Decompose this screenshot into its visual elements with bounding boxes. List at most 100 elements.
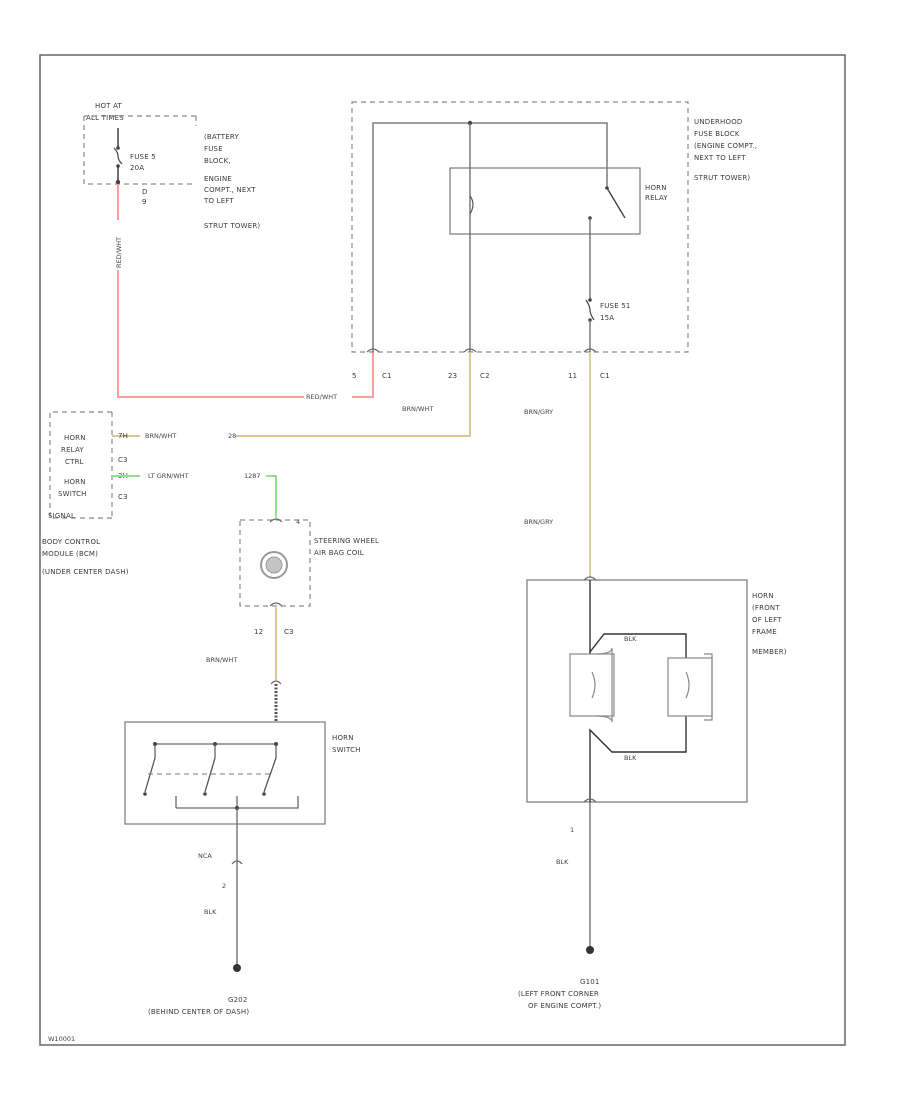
underhood-location-4: NEXT TO LEFT	[694, 154, 746, 162]
battery-block-pin-2: 9	[142, 198, 147, 206]
fuse5-label-1: FUSE 5	[130, 153, 156, 161]
bcm-location-3: (UNDER CENTER DASH)	[42, 568, 129, 576]
fuse5-node-top	[116, 146, 120, 150]
ground-g101-symbol	[586, 946, 594, 954]
pin-23-conn: C2	[480, 372, 490, 380]
bcm-circuit-1287: 1287	[244, 472, 261, 480]
fuse51-label-1: FUSE 51	[600, 302, 631, 310]
hot-at-label-2: ALL TIMES	[86, 114, 124, 122]
fuse5-label-2: 20A	[130, 164, 144, 172]
horn-label-4: FRAME	[752, 628, 777, 636]
air-bag-coil-outer	[260, 551, 288, 579]
horn-internal-wire-top: BLK	[624, 635, 637, 643]
frame-code: W10001	[48, 1035, 75, 1043]
horn-internal-wire-bottom: BLK	[624, 754, 637, 762]
pin-11-conn: C1	[600, 372, 610, 380]
wire-brn-gry: BRN/GRY BRN/GRY	[524, 352, 591, 578]
horn-switch: HORN SWITCH	[124, 721, 361, 825]
battery-block-location-3: BLOCK,	[204, 157, 231, 165]
body-control-module: HORN RELAY CTRL 7H C3 HORN SWITCH SIGNAL…	[42, 411, 129, 576]
wire-red-wht: RED/WHT RED/WHT	[113, 184, 374, 401]
ground-g101-location-1: (LEFT FRONT CORNER	[518, 990, 599, 998]
horn-relay-label-2: RELAY	[645, 194, 668, 202]
wire-red-wht-path	[117, 184, 374, 398]
bcm-row1-conn: C3	[118, 456, 128, 464]
air-bag-coil-pin-top	[269, 518, 283, 523]
ground-g101-location-2: OF ENGINE COMPT.)	[528, 1002, 601, 1010]
fuse51-symbol	[585, 299, 595, 321]
pin-11-number: 11	[568, 372, 577, 380]
underhood-bus	[372, 122, 608, 352]
relay-coil-symbol	[469, 195, 474, 215]
battery-fuse-block: HOT AT ALL TIMES FUSE 5 20A D 9 (BATTERY…	[83, 102, 260, 230]
wire-lt-grn-wht-label: LT GRN/WHT	[148, 472, 189, 480]
battery-block-location-6: TO LEFT	[203, 197, 234, 205]
ground-g202-location: (BEHIND CENTER OF DASH)	[148, 1008, 249, 1016]
air-bag-coil-pin-bottom	[269, 602, 283, 607]
air-bag-coil-label-2: AIR BAG COIL	[314, 549, 364, 557]
horn: HORN (FRONT OF LEFT FRAME MEMBER) BLK BL…	[526, 576, 787, 803]
bcm-row1-pin: 7H	[118, 432, 128, 440]
horn-switch-connector-top	[270, 680, 282, 685]
horn-label-5: MEMBER)	[752, 648, 787, 656]
wire-brn-wht-bcm-label: BRN/WHT	[145, 432, 176, 440]
bcm-row2-label-1: HORN	[64, 478, 86, 486]
horn-switch-label-2: SWITCH	[332, 746, 361, 754]
wire-brn-wht-bcm-label-bg	[140, 430, 236, 440]
underhood-location-3: (ENGINE COMPT.,	[694, 142, 757, 150]
wire-brn-wht-relay-ctrl: BRN/WHT BRN/WHT 28	[112, 352, 471, 440]
underhood-location-1: UNDERHOOD	[694, 118, 743, 126]
steering-wheel-air-bag-coil: 4 STEERING WHEEL AIR BAG COIL 12 C3	[239, 518, 379, 636]
wire-blk-switch-pin: 2	[222, 882, 226, 890]
horn-label-1: HORN	[752, 592, 774, 600]
underhood-location-5: STRUT TOWER)	[694, 174, 750, 182]
pin-5-number: 5	[352, 372, 357, 380]
bcm-row1-label-1: HORN	[64, 434, 86, 442]
wire-red-wht-label-bg2	[304, 391, 352, 401]
wire-brn-gry-label-2: BRN/GRY	[524, 518, 553, 526]
bcm-row2-label-2: SWITCH	[58, 490, 87, 498]
hot-at-label-1: HOT AT	[95, 102, 123, 110]
horn-relay	[449, 167, 641, 235]
wire-brn-wht-label-upper: BRN/WHT	[402, 405, 433, 413]
horn-switch-contact-3	[262, 742, 278, 796]
battery-block-location-4: ENGINE	[204, 175, 232, 183]
pin-23-number: 23	[448, 372, 457, 380]
battery-block-location-2: FUSE	[204, 145, 223, 153]
horn-connector-top	[583, 576, 597, 581]
horn-switch-label-1: HORN	[332, 734, 354, 742]
horn-box	[526, 579, 748, 803]
horn-unit-left	[569, 647, 615, 723]
horn-switch-box	[124, 721, 326, 825]
horn-switch-contact-2	[203, 742, 217, 796]
horn-connector-bottom	[583, 798, 597, 803]
underhood-pin-c1-5	[366, 348, 380, 353]
air-bag-coil-inner	[265, 556, 283, 574]
wire-red-wht-label-bg	[113, 220, 123, 270]
bcm-row2-conn: C3	[118, 493, 128, 501]
fuse51-node-top	[588, 298, 592, 302]
battery-block-pin	[115, 179, 121, 185]
bcm-row2-label-3: SIGNAL	[48, 512, 75, 520]
bcm-circuit-28: 28	[228, 432, 236, 440]
wire-brn-wht-relay-ctrl-path	[112, 352, 471, 437]
wire-lt-grn-wht: LT GRN/WHT 1287	[112, 470, 277, 518]
wire-blk-horn: 1 BLK G101 (LEFT FRONT CORNER OF ENGINE …	[518, 802, 601, 1010]
wire-blk-switch: NCA 2 BLK G202 (BEHIND CENTER OF DASH)	[148, 808, 249, 1016]
diagram-frame	[39, 54, 846, 1046]
underhood-fuse-block: UNDERHOOD FUSE BLOCK (ENGINE COMPT., NEX…	[351, 101, 757, 380]
fuse51-label-2: 15A	[600, 314, 614, 322]
pin-5-conn: C1	[382, 372, 392, 380]
ground-g202-id: G202	[228, 996, 248, 1004]
ground-g101-id: G101	[580, 978, 600, 986]
battery-block-location-5: COMPT., NEXT	[204, 186, 256, 194]
air-bag-coil-pin-bottom-conn: C3	[284, 628, 294, 636]
battery-block-pin-1: D	[142, 188, 148, 196]
underhood-fuse-block-outline	[351, 101, 689, 353]
wire-blk-horn-label: BLK	[556, 858, 569, 866]
bcm-row1-label-3: CTRL	[65, 458, 84, 466]
wire-brn-wht-coil-label: BRN/WHT	[206, 656, 237, 664]
underhood-pin-c1-11	[583, 348, 597, 353]
fuse5-symbol	[113, 147, 123, 165]
